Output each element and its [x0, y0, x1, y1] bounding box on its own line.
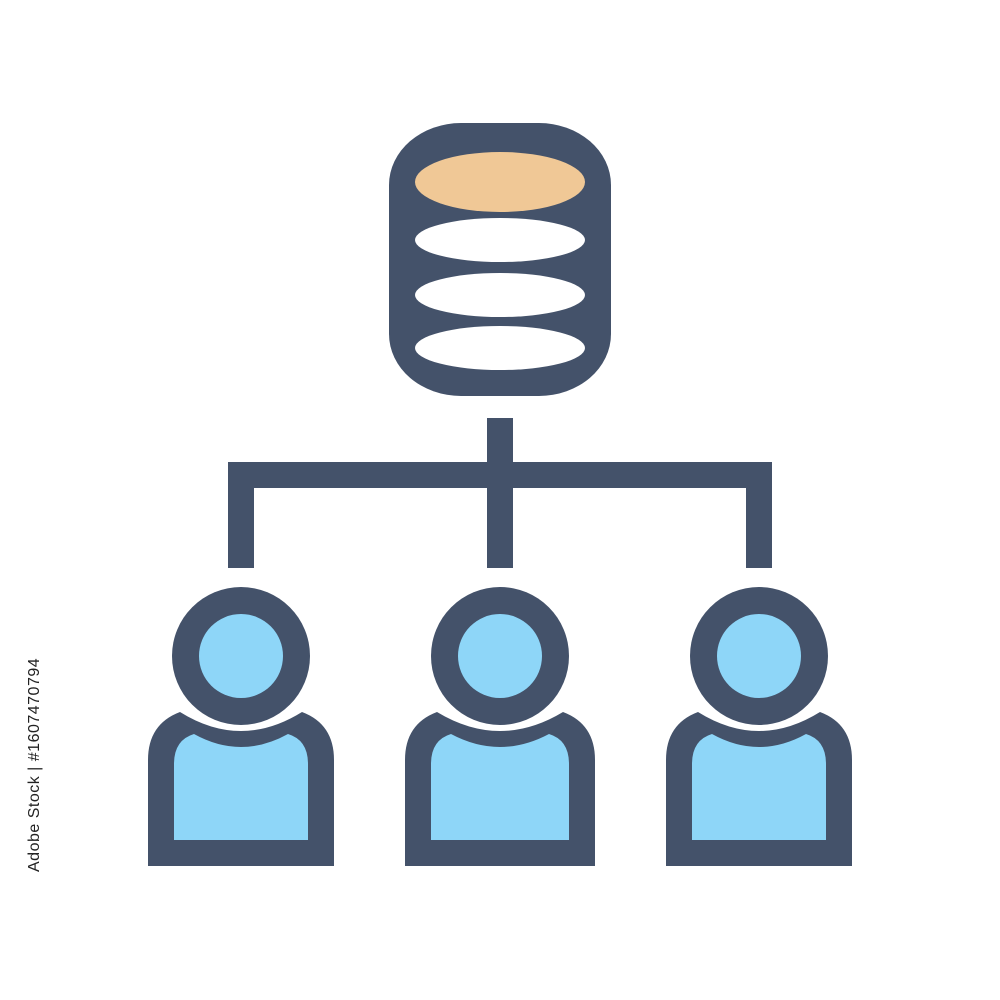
user-icon [666, 587, 852, 866]
database-icon [389, 123, 611, 396]
hierarchy-connector [228, 418, 772, 568]
user-icon [148, 587, 334, 866]
user-icon [405, 587, 595, 866]
stock-id-text: Adobe Stock | #1607470794 [26, 657, 43, 872]
